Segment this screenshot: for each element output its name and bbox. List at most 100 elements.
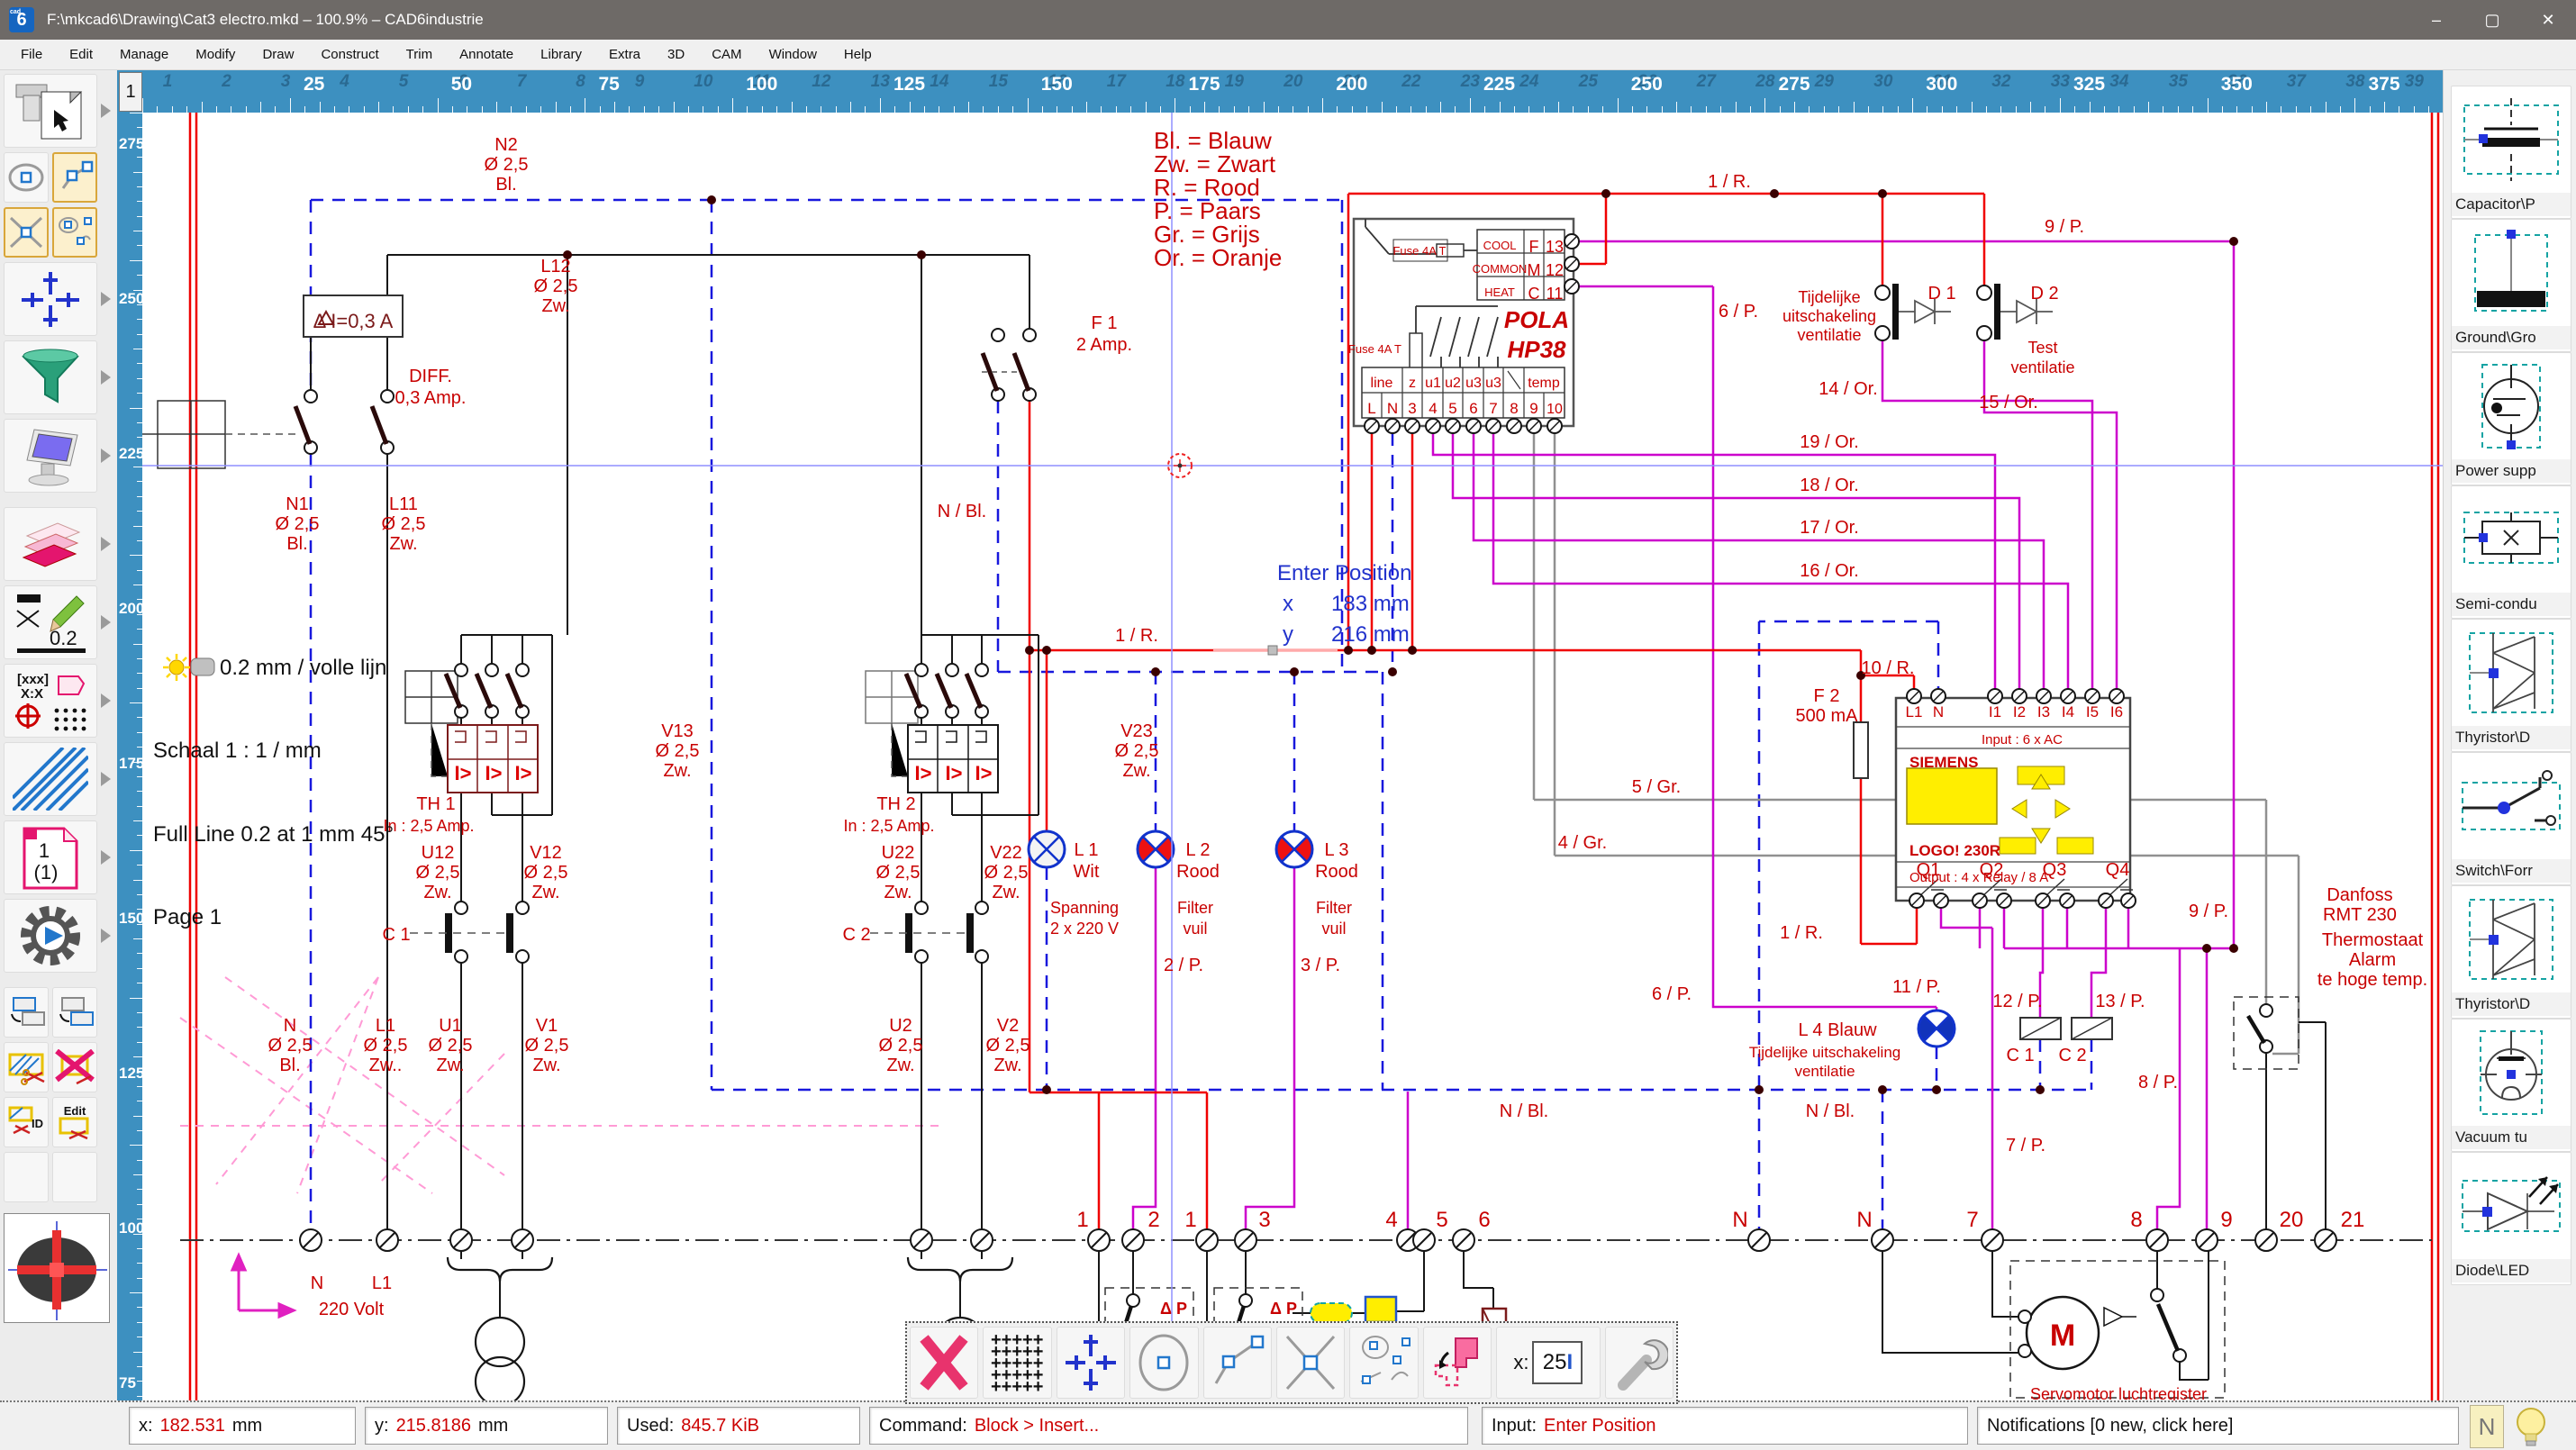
clip-delete-tool[interactable] [52,1042,97,1092]
minimize-button[interactable]: – [2431,10,2441,29]
canvas-label: Zw. [884,883,912,902]
library-item-semiconductor[interactable]: Semi-condu [2451,485,2571,619]
clip-edit-tool[interactable]: Edit [52,1097,97,1147]
canvas-label: 12 / P. [1992,992,2042,1011]
display-tool[interactable] [4,419,111,493]
copy-to-window-tool[interactable] [4,987,49,1038]
intersection-node-tool[interactable] [1275,1327,1346,1399]
flyout-arrow[interactable] [101,850,111,865]
snap-crosshair-tool[interactable] [4,262,111,336]
inserted-block-highlight[interactable] [1310,1295,1398,1324]
menu-window[interactable]: Window [768,46,817,62]
layers-icon [22,522,81,567]
page-icon: 1(1) [23,827,78,890]
library-item-power-supply[interactable]: Power supp [2451,352,2571,485]
layers-tool[interactable] [4,507,111,581]
flyout-arrow[interactable] [101,615,111,630]
spline-node-tool[interactable] [1349,1327,1419,1399]
run-macro-tool[interactable] [4,899,111,973]
library-item-thyristor[interactable]: Thyristor\D [2451,619,2571,752]
circle-node-tool[interactable] [1129,1327,1199,1399]
red-wires [1028,192,1986,1229]
menu-modify[interactable]: Modify [195,46,236,62]
note-icon[interactable]: N [2470,1405,2504,1448]
clip-hatch-tool[interactable] [4,1042,49,1092]
status-input-field[interactable]: Input:Enter Position [1482,1407,1968,1445]
snap-crosshair-icon [22,272,79,327]
spline-node-tool[interactable] [52,207,97,258]
canvas-label: Zw. [541,296,569,316]
flyout-arrow[interactable] [101,693,111,708]
copy-from-window-tool[interactable] [52,987,97,1038]
circle-node-tool[interactable] [4,152,49,203]
library-item-label: Ground\Gro [2452,326,2571,349]
close-button[interactable]: ✕ [2541,10,2555,29]
delete-tool[interactable] [910,1327,979,1399]
library-item-thyristor-2[interactable]: Thyristor\D [2451,885,2571,1019]
polyline-node-tool[interactable] [1202,1327,1272,1399]
flyout-arrow[interactable] [101,929,111,943]
menu-edit[interactable]: Edit [69,46,94,62]
canvas-label: L12 [540,257,570,276]
flyout-arrow[interactable] [101,292,111,306]
library-item-capacitor[interactable]: Capacitor\P [2451,86,2571,219]
page-tool[interactable]: 1(1) [4,820,111,894]
library-item-switch[interactable]: Switch\Forr [2451,752,2571,885]
maximize-button[interactable]: ▢ [2484,10,2500,29]
copy-shape-tool[interactable] [1422,1327,1492,1399]
canvas-label: z [1409,376,1416,391]
page-indicator[interactable]: 1 [119,72,142,112]
empty-slot [4,1152,49,1202]
menu-draw[interactable]: Draw [262,46,295,62]
library-item-vacuum-tube[interactable]: Vacuum tu [2451,1019,2571,1152]
insert-block-tool[interactable] [4,74,111,148]
ruler-col-number: 5 [398,72,409,91]
filter-tool[interactable] [4,340,111,414]
intersection-node-tool[interactable] [4,207,49,258]
flyout-arrow[interactable] [101,104,111,118]
menu-library[interactable]: Library [540,46,583,62]
edit-label: Edit [64,1104,86,1118]
selection-handle[interactable] [1267,645,1278,656]
library-item-ground[interactable]: Ground\Gro [2451,219,2571,352]
flyout-arrow[interactable] [101,449,111,463]
attributes-tool[interactable]: [xxx]X:X [4,664,111,738]
point-grid-tool[interactable]: +++++++++++++++++++++++++ [983,1327,1052,1399]
menu-3d[interactable]: 3D [667,46,685,62]
canvas-label: 10 / R. [1862,658,1915,678]
ruler-number: 175 [1188,74,1220,95]
ruler-col-number: 32 [1991,72,2011,91]
status-command-field[interactable]: Command:Block > Insert... [869,1407,1468,1445]
menu-annotate[interactable]: Annotate [459,46,514,62]
line-style-tool[interactable]: 0.2 [4,585,111,659]
canvas-label: Tijdelijke uitschakeling [1749,1044,1901,1061]
menu-cam[interactable]: CAM [712,46,742,62]
menu-file[interactable]: File [21,46,43,62]
settings-tool[interactable] [1604,1327,1674,1399]
flyout-arrow[interactable] [101,537,111,551]
clip-id-tool[interactable]: ID [4,1097,49,1147]
menu-manage[interactable]: Manage [120,46,169,62]
library-item-diode-led[interactable]: Diode\LED [2451,1152,2571,1285]
snap-crosshair-tool[interactable] [1056,1327,1126,1399]
flyout-arrow[interactable] [101,772,111,786]
flyout-arrow[interactable] [101,370,111,385]
menu-help[interactable]: Help [843,46,872,62]
polyline-node-tool[interactable] [52,152,97,203]
menu-trim[interactable]: Trim [405,46,433,62]
hatch-tool[interactable] [4,742,111,816]
lightbulb-icon[interactable] [2509,1404,2553,1449]
menu-construct[interactable]: Construct [321,46,379,62]
page-border [188,113,2440,1400]
menu-extra[interactable]: Extra [609,46,641,62]
notifications-field[interactable]: Notifications [0 new, click here] [1977,1407,2459,1445]
